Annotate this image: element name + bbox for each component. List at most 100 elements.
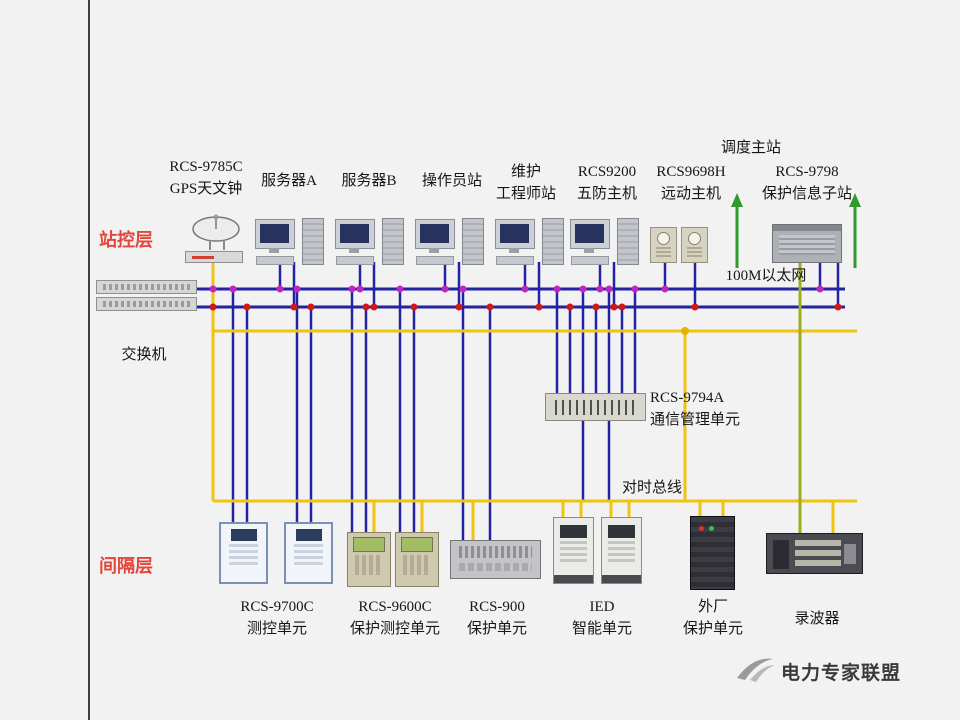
rcs9200-label-name: 五防主机 (576, 186, 638, 202)
tower-icon (302, 218, 324, 265)
ied-label-model: IED (589, 599, 615, 615)
operator-station-label: 操作员站 (421, 173, 483, 189)
gps-clock-label-name: GPS天文钟 (169, 181, 243, 197)
keyboard-icon (416, 256, 454, 265)
recorder-tray (795, 550, 841, 556)
button-rows-icon (229, 544, 258, 568)
keyboard-icon (256, 256, 294, 265)
maintenance-station-device (495, 218, 569, 265)
screen-icon (420, 224, 449, 243)
ethernet-drop-lines (231, 261, 840, 540)
bus-junction-dots (209, 285, 842, 335)
ethernet-switch-2 (96, 297, 197, 311)
keypad-icon (403, 555, 431, 575)
keyboard-icon (496, 256, 534, 265)
server-b-device (335, 218, 409, 265)
red-led-icon (699, 526, 704, 531)
switch-ports-icon (103, 301, 190, 307)
rcs9600c-unit-2 (395, 532, 439, 587)
time-bus-label: 对时总线 (621, 480, 683, 496)
monitor-icon (415, 219, 455, 249)
gps-clock-display (192, 256, 214, 259)
rcs9700c-label-model: RCS-9700C (240, 599, 314, 615)
rcs9700c-unit-2 (284, 522, 333, 584)
tower-icon (542, 218, 564, 265)
maintenance-label-line2: 工程师站 (495, 186, 557, 202)
keyboard-icon (336, 256, 374, 265)
rack-buttons-icon (459, 563, 532, 571)
ethernet-bus-lines (103, 287, 845, 309)
meter-display-icon (560, 525, 587, 538)
external-protection-label-line1: 外厂 (697, 599, 729, 615)
switch-label: 交换机 (121, 347, 167, 363)
recorder-panel (844, 544, 856, 564)
rcs9698h-label-name: 远动主机 (660, 186, 722, 202)
maintenance-label-line1: 维护 (510, 164, 542, 180)
recorder-bay (773, 540, 789, 569)
switch-ports-icon (103, 284, 190, 290)
tower-icon (617, 218, 639, 265)
meter-dots-icon (608, 541, 635, 563)
wave-recorder-device (766, 533, 863, 574)
monitor-icon (335, 219, 375, 249)
meter-base (602, 575, 641, 583)
rcs9798-label-model: RCS-9798 (775, 164, 839, 180)
watermark-logo-icon (737, 658, 775, 682)
monitor-icon (255, 219, 295, 249)
rcs9600c-unit-1 (347, 532, 391, 587)
monitor-stand-icon (349, 248, 359, 253)
monitor-icon (570, 219, 610, 249)
meter-base (554, 575, 593, 583)
device-top-strip (773, 225, 841, 231)
comm-management-unit-device (545, 393, 646, 421)
rcs9700c-label-name: 测控单元 (246, 621, 308, 637)
server-b-label: 服务器B (341, 173, 397, 189)
rcs9200-label-model: RCS9200 (577, 164, 637, 180)
watermark-text: 电力专家联盟 (781, 663, 902, 684)
comm-unit-label-name: 通信管理单元 (650, 412, 741, 428)
vents-icon (779, 235, 835, 255)
panel-lines-icon (656, 247, 671, 258)
dispatch-station-label: 调度主站 (720, 140, 782, 156)
gps-clock-device (185, 251, 243, 263)
ethernet-label: 100M以太网 (725, 268, 807, 284)
bay-layer-label: 间隔层 (99, 556, 153, 576)
external-protection-label-line2: 保护单元 (682, 621, 744, 637)
rcs9700c-unit-1 (219, 522, 268, 584)
screen-icon (575, 224, 604, 243)
meter-display-icon (608, 525, 635, 538)
rack-slots-icon (459, 546, 532, 558)
protection-info-substation-device (772, 224, 842, 263)
recorder-tray (795, 560, 841, 566)
panel-screen-icon (295, 529, 322, 541)
panel-screen-icon (230, 529, 257, 541)
ied-unit-1 (553, 517, 594, 584)
monitor-icon (495, 219, 535, 249)
dial-icon (688, 232, 701, 245)
terminal-slots-icon (555, 400, 636, 415)
keypad-icon (355, 555, 383, 575)
tower-icon (382, 218, 404, 265)
ied-label-name: 智能单元 (571, 621, 633, 637)
operator-station-device (415, 218, 489, 265)
screen-icon (260, 224, 289, 243)
time-bus-lines (211, 263, 857, 540)
recorder-tray (795, 540, 841, 546)
dispatch-arrow-lines (735, 205, 857, 268)
screen-icon (340, 224, 369, 243)
remote-host-unit-1 (650, 227, 677, 263)
meter-dots-icon (560, 541, 587, 563)
station-layer-label: 站控层 (99, 230, 153, 250)
dial-icon (657, 232, 670, 245)
monitor-stand-icon (584, 248, 594, 253)
remote-host-unit-2 (681, 227, 708, 263)
gps-clock-label-model: RCS-9785C (169, 159, 243, 175)
rcs900-label-name: 保护单元 (466, 621, 528, 637)
satellite-dish-icon (192, 214, 240, 250)
rcs9600c-label-name: 保护测控单元 (349, 621, 441, 637)
comm-unit-label-model: RCS-9794A (650, 390, 725, 406)
server-a-label: 服务器A (261, 173, 317, 189)
recorder-label: 录波器 (794, 611, 840, 627)
